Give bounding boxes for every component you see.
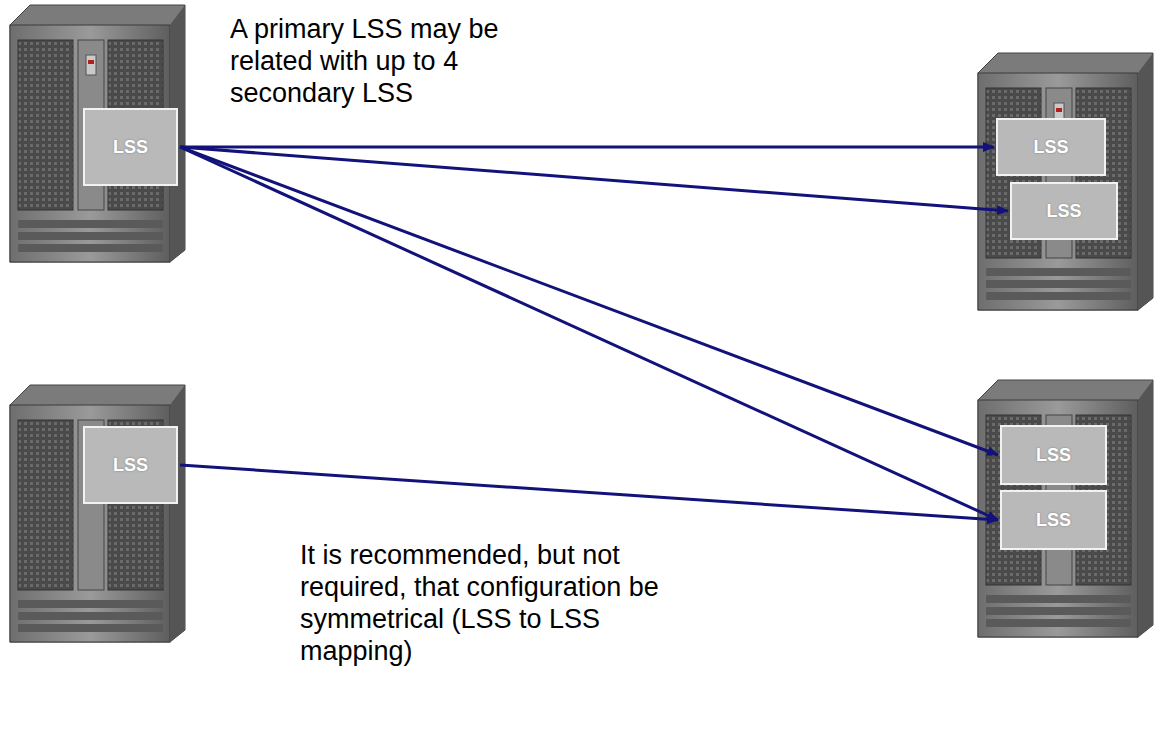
replication-arrow xyxy=(180,146,994,149)
lss-box: LSS xyxy=(1010,182,1118,240)
replication-arrow xyxy=(180,465,998,520)
lss-label: LSS xyxy=(113,455,148,476)
lss-box: LSS xyxy=(83,426,178,504)
lss-label: LSS xyxy=(1036,445,1071,466)
lss-box: LSS xyxy=(83,108,178,186)
note-text: A primary LSS may be related with up to … xyxy=(230,14,565,110)
lss-label: LSS xyxy=(113,137,148,158)
replication-arrow xyxy=(180,147,998,520)
lss-label: LSS xyxy=(1046,201,1081,222)
lss-label: LSS xyxy=(1036,510,1071,531)
replication-arrow xyxy=(180,147,998,455)
lss-label: LSS xyxy=(1033,137,1068,158)
lss-box: LSS xyxy=(1000,490,1107,550)
lss-box: LSS xyxy=(1000,425,1107,485)
replication-arrow xyxy=(180,147,1008,211)
lss-box: LSS xyxy=(996,118,1106,176)
note-text: It is recommended, but not required, tha… xyxy=(300,540,670,667)
